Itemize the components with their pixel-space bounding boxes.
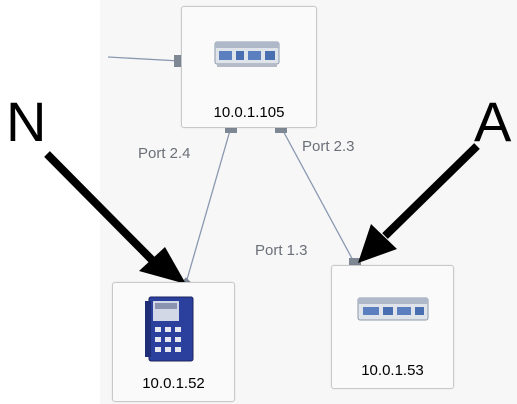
uplink-line: [107, 56, 181, 62]
annotation-letter-n: N: [6, 90, 47, 153]
node-10-0-1-53[interactable]: 10.0.1.53: [331, 265, 454, 389]
link-105-to-53[interactable]: [280, 126, 356, 265]
port-label-2-4: Port 2.4: [138, 145, 191, 162]
node-ip-label: 10.0.1.105: [213, 104, 285, 121]
node-10-0-1-105[interactable]: 10.0.1.105: [181, 6, 317, 128]
port-label-2-3: Port 2.3: [302, 138, 355, 155]
arrow-n: [44, 151, 186, 284]
blue-switch-icon: [145, 296, 194, 362]
rack-switch-icon: [357, 297, 429, 321]
rack-switch-icon: [214, 41, 280, 67]
link-105-to-52[interactable]: [185, 126, 232, 284]
node-ip-label: 10.0.1.53: [361, 362, 424, 379]
annotation-letter-a: A: [474, 90, 512, 153]
port-label-1-3: Port 1.3: [255, 242, 308, 259]
arrow-a: [358, 143, 480, 263]
node-ip-label: 10.0.1.52: [142, 375, 205, 392]
node-10-0-1-52[interactable]: 10.0.1.52: [112, 282, 235, 402]
